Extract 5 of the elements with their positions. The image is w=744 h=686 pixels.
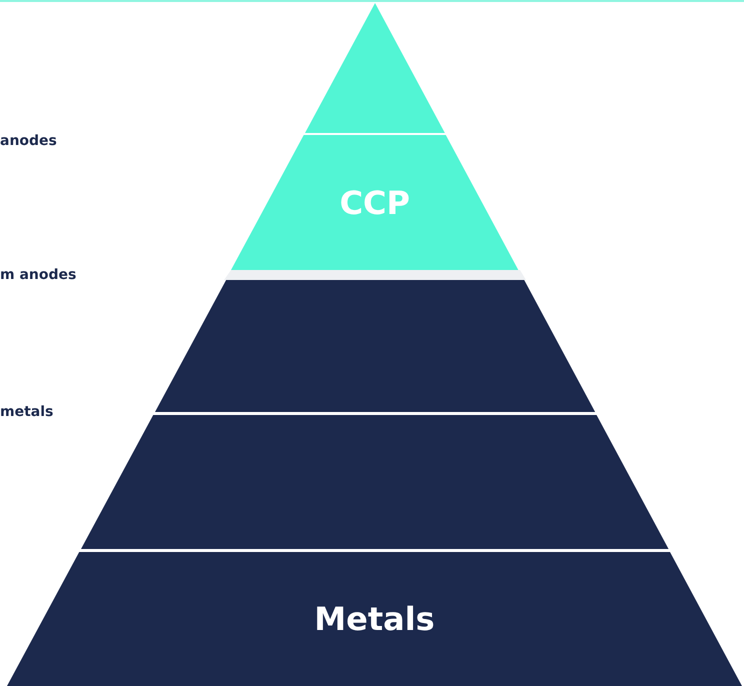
side-label: m anodes bbox=[0, 267, 76, 283]
layer-label: Metals bbox=[314, 600, 435, 638]
layer-label: CCP bbox=[340, 184, 410, 222]
side-label: metals bbox=[0, 404, 54, 420]
side-label: anodes bbox=[0, 133, 57, 149]
